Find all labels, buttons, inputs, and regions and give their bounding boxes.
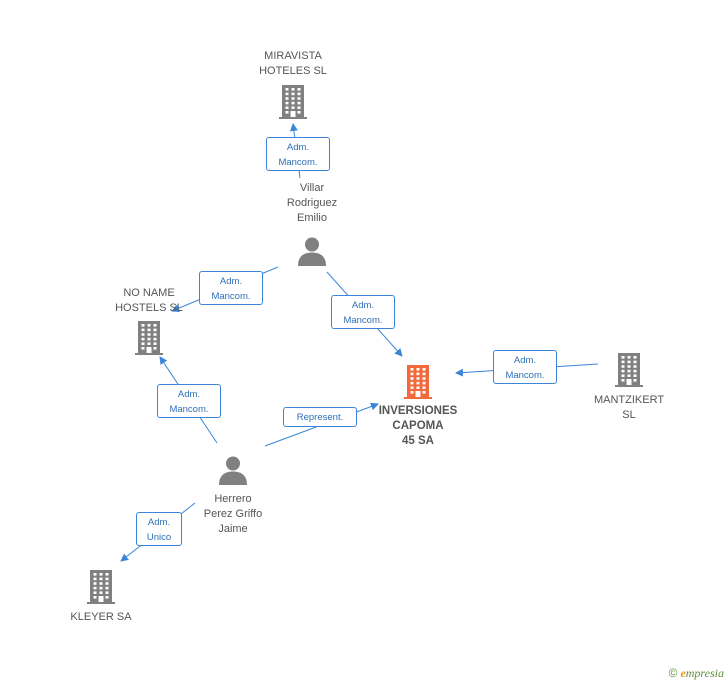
node-label-line: HOSTELS SL [115,302,183,314]
node-label-miravista[interactable]: MIRAVISTA HOTELES SL [259,49,327,79]
edge-label-line: Represent. [296,412,344,423]
node-label-line: Rodriguez [286,197,338,209]
node-label-line: 45 SA [402,435,434,447]
edge-label-line: Mancom. [169,404,209,415]
building-icon-miravista[interactable] [279,85,307,124]
node-label-line: KLEYER SA [70,611,132,623]
node-label-line: Villar [299,182,325,194]
node-label-line: Herrero [214,493,252,505]
empresia-logo: © empresia [668,666,724,680]
edge-label-line: Unico [146,532,172,543]
person-icon-villar[interactable] [297,236,327,271]
node-label-line: Perez Griffo [203,508,263,520]
edge-label-line: Mancom. [211,291,251,302]
node-label-line: CAPOMA [392,420,444,432]
edge-label-villar-to-noname[interactable]: Adm. Mancom. [199,271,263,305]
node-label-line: INVERSIONES [378,405,458,417]
building-icon-mantzikert[interactable] [615,353,643,392]
edge-label-line: Adm. [219,276,243,287]
edge-label-line: Adm. [351,300,375,311]
edge-label-line: Mancom. [343,315,383,326]
node-label-line: HOTELES SL [259,65,327,77]
edge-label-herrero-to-kleyer[interactable]: Adm. Unico [136,512,182,546]
building-icon-kleyer[interactable] [87,570,115,609]
node-label-inversiones[interactable]: INVERSIONES CAPOMA 45 SA [379,404,458,449]
edge-label-mantzikert-to-inversiones[interactable]: Adm. Mancom. [493,350,557,384]
node-label-kleyer[interactable]: KLEYER SA [70,610,131,625]
building-icon-noname[interactable] [135,321,163,360]
node-label-line: MANTZIKERT [593,394,665,406]
node-label-noname[interactable]: NO NAME HOSTELS SL [115,286,183,316]
edge-label-line: Mancom. [278,157,318,168]
edge-label-line: Adm. [177,389,201,400]
edge-label-line: Adm. [147,517,171,528]
edge-label-villar-to-inversiones[interactable]: Adm. Mancom. [331,295,395,329]
building-icon-inversiones[interactable] [404,365,432,404]
edge-label-herrero-to-noname[interactable]: Adm. Mancom. [157,384,221,418]
edge-label-line: Adm. [513,355,537,366]
edge-label-villar-to-miravista[interactable]: Adm. Mancom. [266,137,330,171]
edge-label-herrero-to-inversiones[interactable]: Represent. [283,407,357,427]
node-label-line: Jaime [218,523,248,535]
node-label-line: NO NAME [123,287,175,299]
node-label-line: MIRAVISTA [264,50,322,62]
edge-label-line: Adm. [286,142,310,153]
node-label-line: SL [622,409,636,421]
node-label-line: Emilio [297,212,327,224]
person-icon-herrero[interactable] [218,455,248,490]
edge-label-line: Mancom. [505,370,545,381]
node-label-mantzikert[interactable]: MANTZIKERT SL [594,393,664,423]
